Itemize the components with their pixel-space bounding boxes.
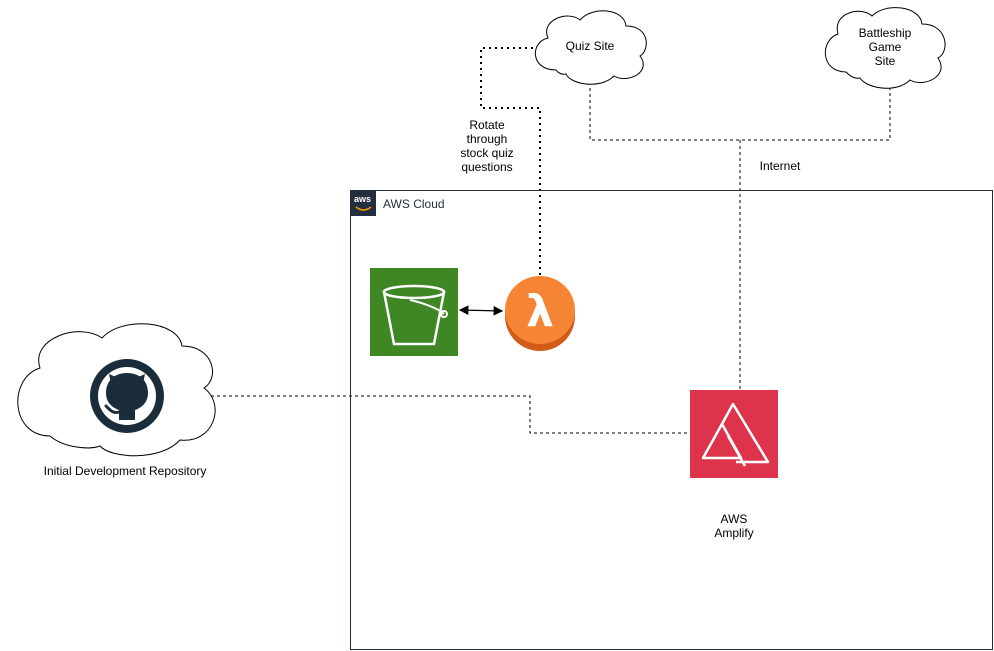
internet-label: Internet xyxy=(759,159,801,173)
repo-to-amplify-connector xyxy=(205,395,690,434)
amplify-label: AWS Amplify xyxy=(714,512,754,540)
svg-text:λ: λ xyxy=(526,286,554,337)
lambda-icon: λ xyxy=(505,276,575,351)
aws-logo-icon: aws xyxy=(351,191,376,216)
quiz-site-cloud xyxy=(534,10,647,85)
github-icon xyxy=(90,359,164,433)
battleship-cloud xyxy=(824,7,946,89)
rotate-note-label: Rotate through stock quiz questions xyxy=(460,118,514,174)
battleship-site-label: Battleship Game Site xyxy=(858,26,912,68)
s3-bucket-icon xyxy=(370,268,458,356)
s3-lambda-arrow xyxy=(458,305,504,316)
quiz-site-label: Quiz Site xyxy=(565,39,615,53)
aws-logo-text: aws xyxy=(354,194,372,204)
aws-cloud-group: aws AWS Cloud xyxy=(350,190,993,650)
amplify-icon xyxy=(690,390,778,478)
aws-cloud-label: AWS Cloud xyxy=(383,197,445,211)
internet-connector xyxy=(589,88,891,141)
repo-label: Initial Development Repository xyxy=(43,464,207,478)
